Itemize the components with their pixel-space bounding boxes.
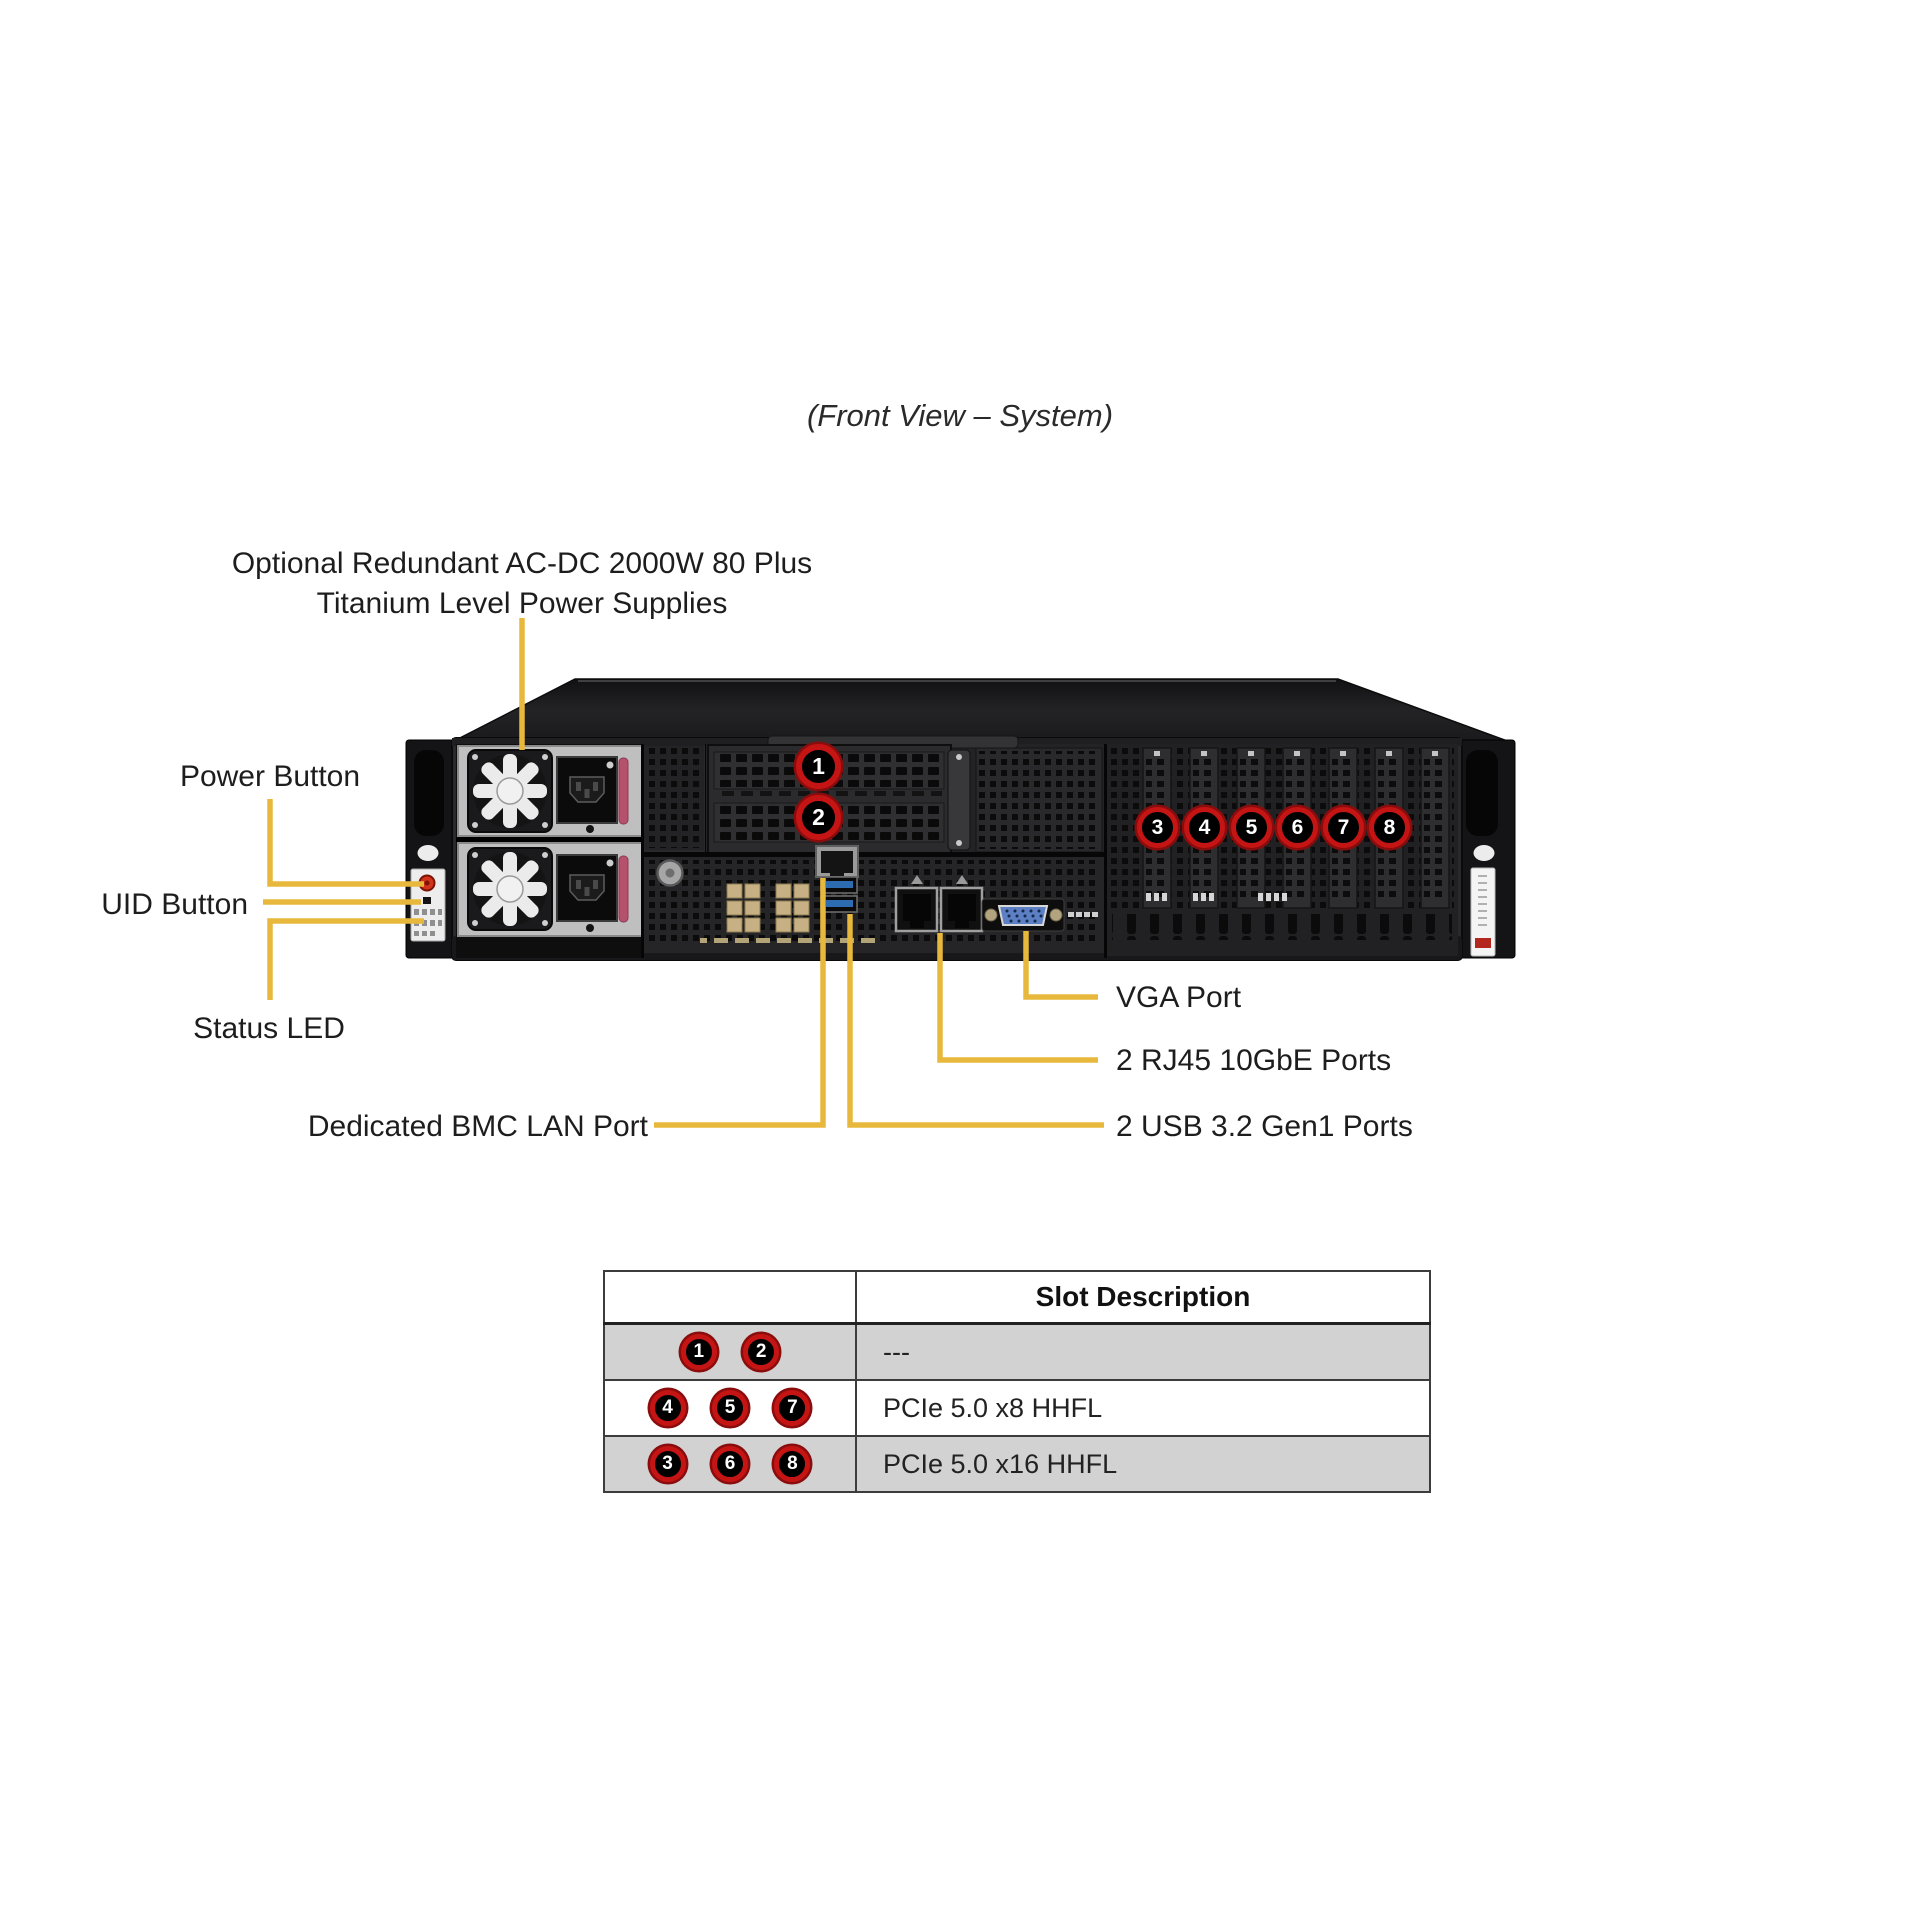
status-led-callout-line <box>267 918 424 1000</box>
psu-callout-label: Optional Redundant AC-DC 2000W 80 Plus T… <box>232 544 812 624</box>
io-markings <box>1068 912 1098 917</box>
power-supply-bay <box>456 744 644 958</box>
slot-marker: 4 <box>649 1390 686 1426</box>
control-panel <box>410 868 446 942</box>
slot-marker: 1 <box>680 1334 717 1370</box>
uid-button-label: UID Button <box>101 888 248 921</box>
vga-port-label: VGA Port <box>1116 981 1242 1014</box>
table-header-description: Slot Description <box>855 1270 1431 1325</box>
slot-marker: 3 <box>649 1446 686 1482</box>
slot-marker-3: 3 <box>1137 807 1178 848</box>
riser-latch <box>947 749 971 851</box>
pcie-slot-columns <box>1104 744 1458 958</box>
pcie-riser-area <box>706 735 1106 854</box>
usb-ports-label: 2 USB 3.2 Gen1 Ports <box>1116 1110 1413 1143</box>
slot-marker-2: 2 <box>796 795 841 840</box>
slot-marker-cell: 1 2 <box>603 1322 857 1381</box>
slot-marker-8: 8 <box>1369 807 1410 848</box>
psu-1-ac-inlet-icon <box>556 756 618 824</box>
slot-description-cell: PCIe 5.0 x16 HHFL <box>855 1435 1431 1493</box>
psu-2-ac-inlet-icon <box>556 854 618 922</box>
right-ear-handle-cutout <box>1466 750 1498 836</box>
power-button-callout-line <box>267 799 424 887</box>
slot-marker-4: 4 <box>1184 807 1225 848</box>
psu-2 <box>457 842 643 937</box>
slot-marker: 7 <box>774 1390 811 1426</box>
bmc-lan-port-label: Dedicated BMC LAN Port <box>307 1110 648 1143</box>
slot-description-cell: --- <box>855 1322 1431 1381</box>
slot-marker-cell: 3 6 8 <box>603 1435 857 1493</box>
diagram-title: (Front View – System) <box>806 398 1114 433</box>
usb-port-1-icon <box>826 881 853 888</box>
vga-port <box>981 898 1065 932</box>
left-ear-handle-cutout <box>414 750 444 836</box>
psu-2-fan-icon <box>467 847 553 931</box>
rj45-ports-label: 2 RJ45 10GbE Ports <box>1116 1044 1392 1077</box>
psu-2-handle <box>618 855 629 923</box>
slot-marker-1: 1 <box>796 744 841 789</box>
bottom-vent-slits <box>1112 914 1452 940</box>
riser-divider-vents <box>716 791 942 798</box>
slot-marker: 6 <box>712 1446 748 1482</box>
psu-1 <box>457 745 643 837</box>
usb-ports <box>820 876 858 913</box>
usb-port-2-icon <box>826 900 853 907</box>
io-panel <box>642 845 1106 953</box>
table-header-slots <box>603 1270 857 1325</box>
slot-description-table: Slot Description 1 2 --- 4 5 7 PCIe 5.0 … <box>603 1270 1431 1493</box>
slot-description-cell: PCIe 5.0 x8 HHFL <box>855 1379 1431 1437</box>
vga-callout-line <box>1023 931 1098 1000</box>
power-button-label: Power Button <box>179 760 361 793</box>
left-rack-ear <box>405 739 457 959</box>
slot-markings <box>1146 893 1287 901</box>
table-row: 4 5 7 PCIe 5.0 x8 HHFL <box>603 1379 1431 1437</box>
fan-headers <box>700 883 880 943</box>
status-led-label: Status LED <box>193 1012 345 1045</box>
bmc-lan-port <box>815 845 859 878</box>
table-row: 1 2 --- <box>603 1322 1431 1381</box>
psu-1-handle <box>618 757 629 825</box>
slot-marker: 5 <box>712 1390 748 1426</box>
left-ear-mounting-hole <box>417 845 439 861</box>
right-ear-mounting-hole <box>1473 845 1495 861</box>
psu-callout-line1: Optional Redundant AC-DC 2000W 80 Plus <box>231 547 813 580</box>
vent-strip <box>641 744 708 958</box>
chassis-top-face <box>451 678 1511 743</box>
brand-label <box>1470 867 1496 957</box>
psu-callout-line2: Titanium Level Power Supplies <box>316 587 728 620</box>
slot-marker-7: 7 <box>1323 807 1364 848</box>
uid-button-icon <box>423 897 431 904</box>
table-header-row: Slot Description <box>603 1270 1431 1325</box>
slot-marker: 2 <box>743 1334 780 1370</box>
rj45-callout-line <box>937 933 1098 1063</box>
table-row: 3 6 8 PCIe 5.0 x16 HHFL <box>603 1435 1431 1493</box>
psu-1-fan-icon <box>467 749 553 833</box>
bmc-callout-line <box>654 878 826 1128</box>
slot-marker-5: 5 <box>1231 807 1272 848</box>
callout-lines <box>263 618 1104 1128</box>
usb-callout-line <box>847 914 1104 1128</box>
right-rack-ear <box>1457 739 1516 959</box>
slot-marker: 8 <box>774 1446 811 1482</box>
slot-marker-6: 6 <box>1277 807 1318 848</box>
slot-marker-cell: 4 5 7 <box>603 1379 857 1437</box>
